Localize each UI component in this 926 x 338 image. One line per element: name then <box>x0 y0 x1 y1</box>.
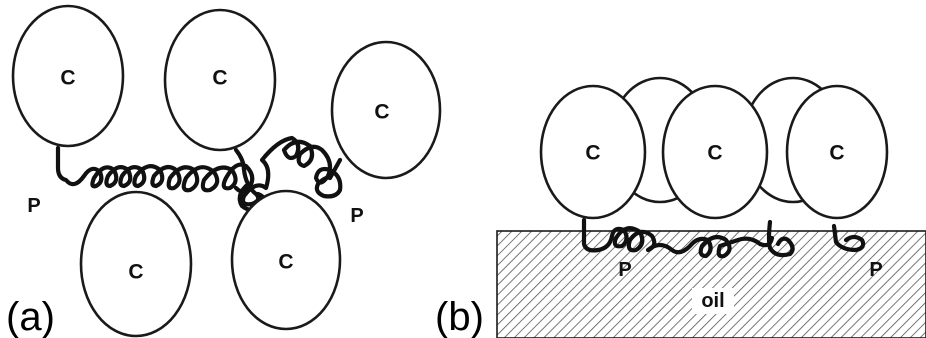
particle-label: C <box>374 101 389 124</box>
polymer-chain-b-right <box>831 223 866 253</box>
panel-a: C C C C C P P (a) <box>6 4 442 338</box>
oil-label-backdrop <box>692 288 734 314</box>
oil-label: oil <box>701 290 724 312</box>
particle-label: C <box>128 261 143 284</box>
polymer-chain-b <box>581 217 775 259</box>
polymer-label: P <box>27 195 40 217</box>
particle-label: C <box>585 142 600 165</box>
particle-a4 <box>79 190 193 338</box>
panel-label: (a) <box>6 295 55 338</box>
polymer-chain-a <box>55 145 255 194</box>
particle-b3 <box>785 84 889 220</box>
particle-label: C <box>278 251 293 274</box>
polymer-chain-a-right <box>233 135 343 207</box>
particle-b2 <box>661 84 769 220</box>
particle-a2 <box>163 8 277 152</box>
polymer-label: P <box>618 259 631 281</box>
polymer-label: P <box>350 205 363 227</box>
panel-b: oil C C C P P (b) <box>435 76 926 338</box>
panel-label: (b) <box>435 295 484 338</box>
polymer-label: P <box>869 259 882 281</box>
particle-label: C <box>60 67 75 90</box>
polymer-chain-b-loop <box>766 219 795 258</box>
particle-b1 <box>539 84 647 220</box>
particle-a1 <box>11 4 125 148</box>
particle-label: C <box>829 142 844 165</box>
particle-label: C <box>707 142 722 165</box>
particle-a3 <box>330 40 442 180</box>
particle-label: C <box>212 67 227 90</box>
particle-a5 <box>230 189 342 331</box>
